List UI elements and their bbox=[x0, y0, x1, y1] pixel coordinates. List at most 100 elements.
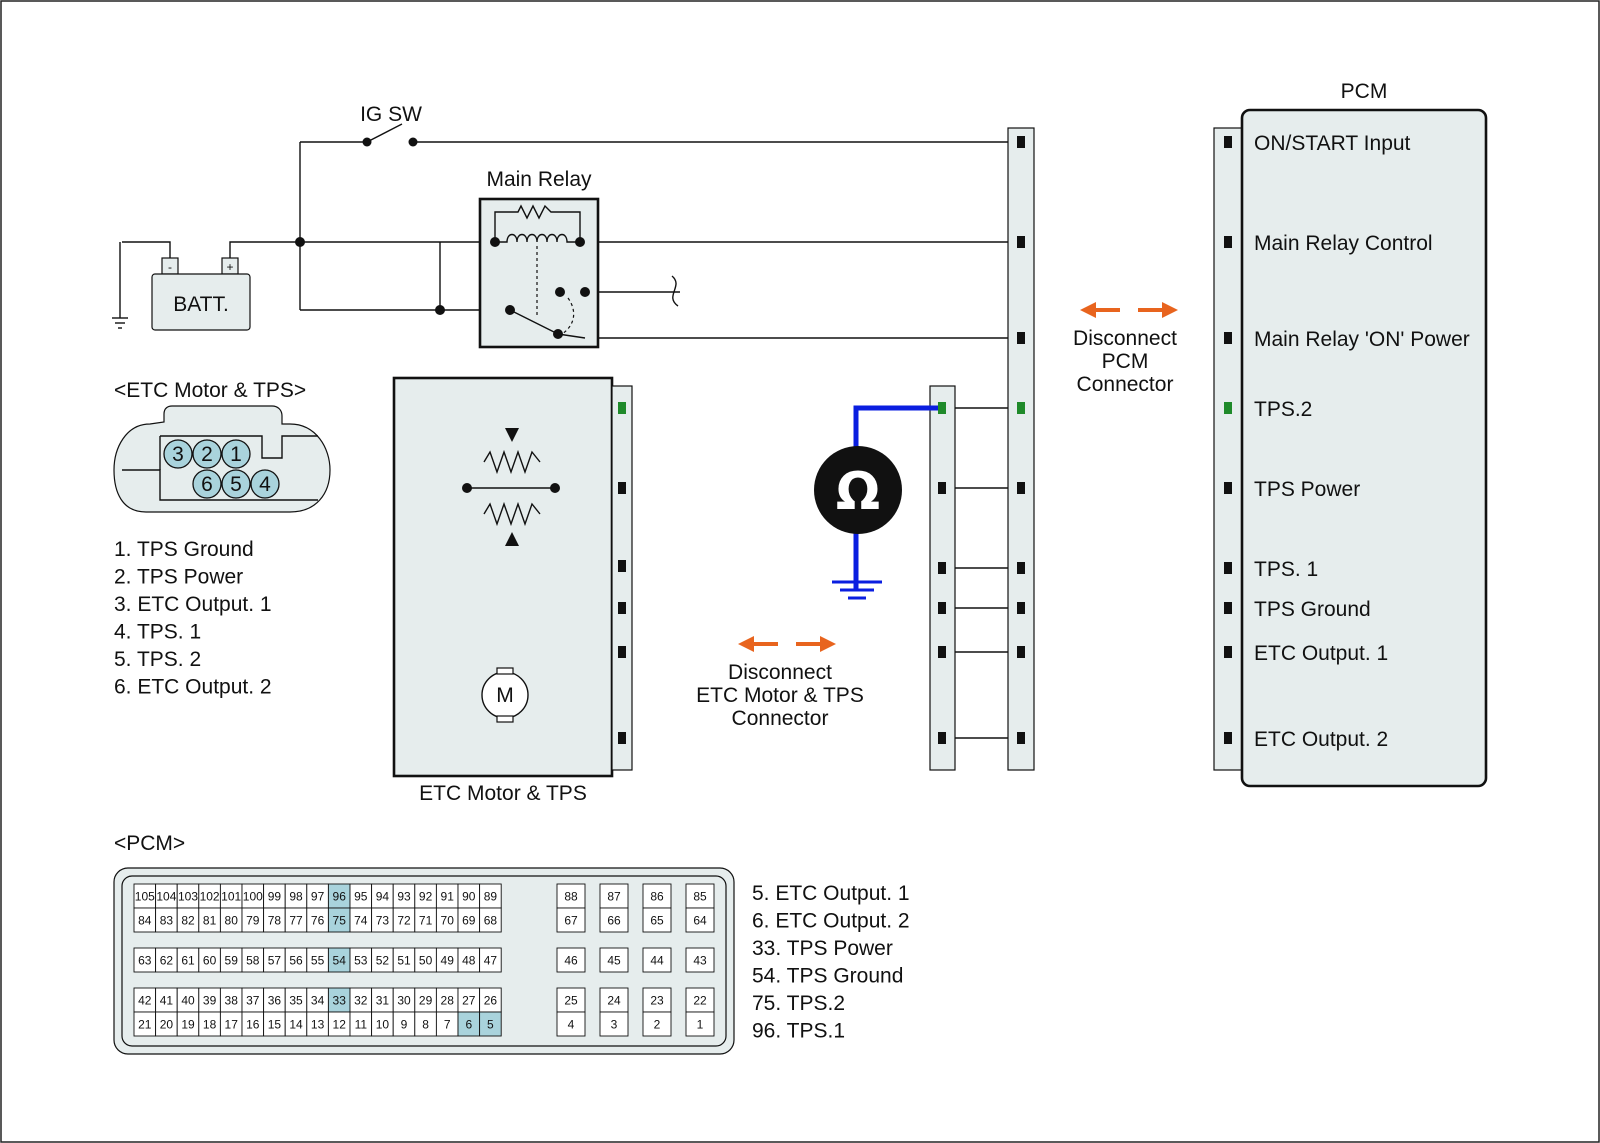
terminal-pin bbox=[618, 646, 626, 658]
pcm-pin-number: 73 bbox=[376, 914, 390, 928]
pcm-pin-number: 39 bbox=[203, 994, 217, 1008]
pcm-pin-number: 71 bbox=[419, 914, 433, 928]
pcm-pin-number: 66 bbox=[607, 914, 621, 928]
pcm-pin-number: 95 bbox=[354, 890, 368, 904]
pcm-connector-strip bbox=[1213, 127, 1243, 771]
pcm-pin-number: 48 bbox=[462, 954, 476, 968]
junction-dot bbox=[580, 287, 590, 297]
etc-pin-list-item: 3. ETC Output. 1 bbox=[114, 593, 272, 616]
pcm-pin-number: 19 bbox=[181, 1018, 195, 1032]
terminal-pin bbox=[1224, 482, 1232, 494]
pcm-pin-cell bbox=[599, 907, 629, 933]
pcm-pin-number: 4 bbox=[568, 1018, 575, 1032]
etc-pin-number: 2 bbox=[201, 443, 213, 466]
junction-dot bbox=[490, 237, 500, 247]
etc-pin bbox=[192, 469, 222, 499]
pcm-pin-cell bbox=[479, 1011, 502, 1037]
pcm-terminal-label: TPS Ground bbox=[1254, 598, 1371, 621]
pcm-pin-number: 64 bbox=[693, 914, 707, 928]
battery-minus-label: - bbox=[168, 260, 172, 274]
pcm-pin-number: 20 bbox=[160, 1018, 174, 1032]
etc-box-label: ETC Motor & TPS bbox=[419, 782, 587, 805]
pcm-pin-list-item: 96. TPS.1 bbox=[752, 1020, 845, 1043]
pcm-pin-cell bbox=[685, 987, 715, 1013]
pcm-pin-cell bbox=[556, 947, 586, 973]
pcm-pin-number: 59 bbox=[225, 954, 239, 968]
etc-pin bbox=[163, 439, 193, 469]
pcm-pin-number: 84 bbox=[138, 914, 152, 928]
pcm-box bbox=[1240, 108, 1488, 788]
terminal-pin bbox=[1017, 482, 1025, 494]
ohmmeter-icon bbox=[814, 446, 902, 534]
terminal-pin bbox=[1017, 332, 1025, 344]
pcm-pin-number: 96 bbox=[333, 890, 347, 904]
terminal-pin bbox=[1017, 732, 1025, 744]
pcm-terminal-label: TPS.2 bbox=[1254, 398, 1312, 421]
etc-connector-heading: <ETC Motor & TPS> bbox=[114, 379, 306, 402]
pcm-pin-number: 6 bbox=[465, 1018, 472, 1032]
pcm-pin-number: 57 bbox=[268, 954, 282, 968]
pcm-pin-number: 35 bbox=[289, 994, 303, 1008]
pcm-pin-number: 44 bbox=[650, 954, 664, 968]
terminal-pin bbox=[1224, 602, 1232, 614]
pcm-pin-number: 24 bbox=[607, 994, 621, 1008]
pcm-pin-number: 25 bbox=[564, 994, 578, 1008]
pcm-pin-number: 46 bbox=[564, 954, 578, 968]
etc-pin-list-item: 1. TPS Ground bbox=[114, 538, 254, 561]
wiper-arrow-down-icon bbox=[505, 428, 519, 442]
breakout-connector-pcm-side bbox=[1007, 127, 1035, 771]
terminal-pin bbox=[1224, 402, 1232, 414]
disconnect-pcm-arrows-icon bbox=[1080, 302, 1178, 318]
pcm-pin-number: 29 bbox=[419, 994, 433, 1008]
terminal-pin bbox=[1224, 332, 1232, 344]
pcm-terminal-label: TPS. 1 bbox=[1254, 558, 1318, 581]
etc-pin-number: 3 bbox=[172, 443, 184, 466]
pcm-pin-number: 102 bbox=[200, 890, 220, 904]
pcm-pin-number: 86 bbox=[650, 890, 664, 904]
pcm-pin-number: 41 bbox=[160, 994, 174, 1008]
battery-label: BATT. bbox=[173, 293, 229, 316]
pcm-pin-number: 56 bbox=[289, 954, 303, 968]
pcm-terminal-label: ETC Output. 1 bbox=[1254, 642, 1388, 665]
pcm-pin-number: 3 bbox=[611, 1018, 618, 1032]
junction-dot bbox=[462, 483, 472, 493]
pcm-pin-number: 79 bbox=[246, 914, 260, 928]
terminal-pin bbox=[1224, 236, 1232, 248]
terminal-pin bbox=[618, 560, 626, 572]
pcm-pin-number: 12 bbox=[333, 1018, 347, 1032]
pcm-pin-number: 34 bbox=[311, 994, 325, 1008]
pcm-pin-cell bbox=[556, 1011, 586, 1037]
battery-plus-label: + bbox=[226, 260, 233, 274]
pcm-pin-number: 28 bbox=[441, 994, 455, 1008]
etc-pin bbox=[192, 439, 222, 469]
pcm-pin-cell bbox=[599, 947, 629, 973]
etc-pin-number: 6 bbox=[201, 473, 213, 496]
etc-pin-list-item: 6. ETC Output. 2 bbox=[114, 676, 272, 699]
pcm-pin-number: 97 bbox=[311, 890, 325, 904]
terminal-pin bbox=[938, 602, 946, 614]
pcm-pin-list: 5. ETC Output. 16. ETC Output. 233. TPS … bbox=[752, 882, 910, 1043]
pcm-terminal-label: ETC Output. 2 bbox=[1254, 728, 1388, 751]
pcm-pin-cell bbox=[685, 947, 715, 973]
pcm-pin-number: 83 bbox=[160, 914, 174, 928]
motor-label: M bbox=[496, 684, 514, 707]
pcm-pin-number: 65 bbox=[650, 914, 664, 928]
pcm-pin-number: 45 bbox=[607, 954, 621, 968]
junction-dot bbox=[553, 329, 563, 339]
junction-dot bbox=[295, 237, 305, 247]
pcm-pin-number: 81 bbox=[203, 914, 217, 928]
pcm-pin-number: 47 bbox=[484, 954, 498, 968]
pcm-pin-cell bbox=[479, 907, 502, 933]
terminal-pin bbox=[938, 732, 946, 744]
pcm-pin-list-item: 75. TPS.2 bbox=[752, 992, 845, 1015]
pcm-pin-number: 103 bbox=[178, 890, 198, 904]
ohmmeter: Ω bbox=[814, 405, 942, 600]
pcm-pin-number: 77 bbox=[289, 914, 303, 928]
pcm-pin-number: 74 bbox=[354, 914, 368, 928]
pcm-pin-number: 91 bbox=[441, 890, 455, 904]
etc-pin-list-item: 5. TPS. 2 bbox=[114, 648, 201, 671]
etc-pin bbox=[221, 439, 251, 469]
pcm-pin-number: 51 bbox=[397, 954, 411, 968]
